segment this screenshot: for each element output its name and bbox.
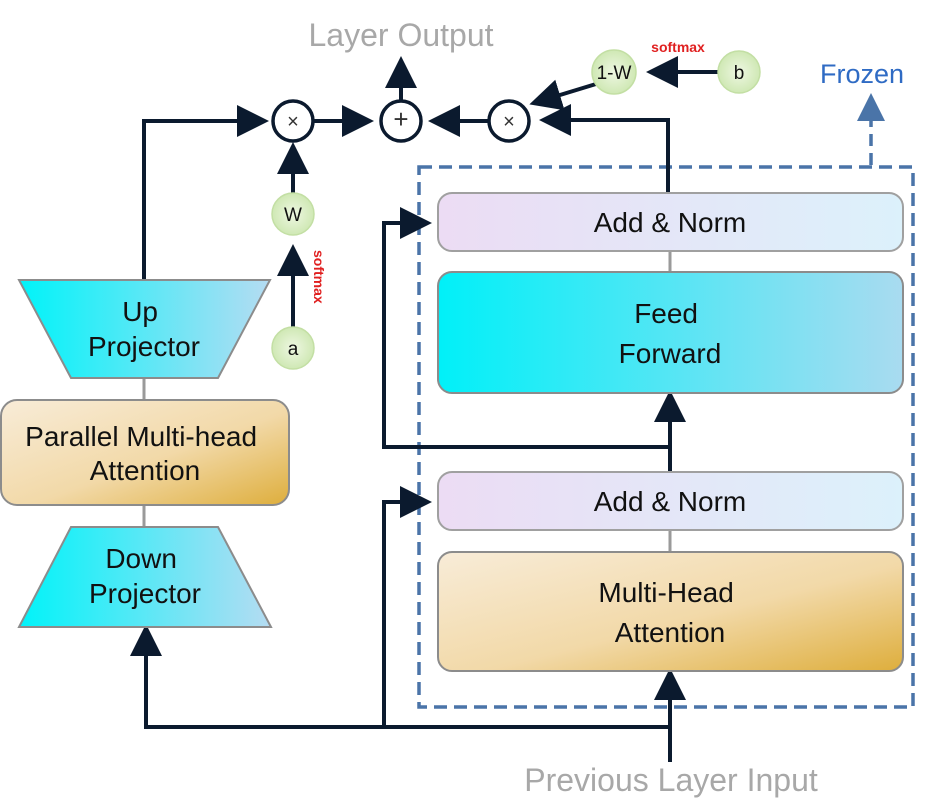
multiply-right-operator: × (487, 99, 531, 143)
add-operator: + (379, 99, 423, 143)
up-projector-line1: Up (122, 296, 158, 327)
flow-input-to-down-projector (130, 624, 670, 729)
gate-one-minus-w-node: 1-W (591, 49, 637, 95)
add-norm-bottom-label: Add & Norm (594, 486, 747, 517)
parallel-attention-line1: Parallel Multi-head (25, 421, 257, 452)
flow-residual-top (382, 207, 670, 449)
gate-one-minus-w-label: 1-W (597, 63, 632, 84)
flow-one-minus-w-to-multiply (529, 79, 597, 111)
down-projector-trapezoid (17, 526, 273, 628)
gate-a-node: a (271, 326, 315, 370)
parallel-attention-line2: Attention (90, 455, 201, 486)
previous-layer-input-label: Previous Layer Input (524, 762, 818, 798)
feed-forward-box (437, 271, 904, 394)
flow-up-projector-to-multiply (142, 105, 269, 280)
down-projector-line2: Projector (89, 578, 201, 609)
multi-head-attention-line2: Attention (615, 617, 726, 648)
plus-icon: + (393, 104, 408, 134)
multi-head-attention-box (437, 551, 904, 672)
gate-w-label: W (284, 205, 302, 226)
down-projector-line1: Down (105, 543, 177, 574)
gate-b-label: b (734, 63, 745, 84)
up-projector-line2: Projector (88, 331, 200, 362)
frozen-label: Frozen (820, 59, 904, 89)
gate-b-node: b (717, 50, 761, 94)
add-norm-bottom-box (437, 471, 904, 531)
multi-head-attention-line1: Multi-Head (598, 577, 733, 608)
flow-norm-to-multiply (539, 104, 670, 193)
gate-w-node: W (271, 192, 315, 236)
multiply-left-operator: × (271, 99, 315, 143)
flow-residual-bottom (382, 486, 432, 727)
multi-head-attention-label: Multi-Head Attention (598, 577, 741, 648)
add-norm-top-label: Add & Norm (594, 207, 747, 238)
multiply-right-icon: × (503, 111, 515, 133)
gate-a-label: a (288, 339, 299, 360)
multiply-left-icon: × (287, 111, 299, 133)
softmax-left-label: softmax (311, 250, 327, 304)
feed-forward-line1: Feed (634, 298, 698, 329)
layer-output-label: Layer Output (309, 17, 494, 53)
softmax-right-label: softmax (651, 39, 705, 55)
feed-forward-line2: Forward (619, 338, 722, 369)
parallel-attention-box (0, 399, 290, 506)
add-norm-top-box (437, 192, 904, 252)
parallel-attention-label: Parallel Multi-head Attention (25, 421, 265, 486)
feed-forward-label: Feed Forward (619, 298, 722, 369)
up-projector-trapezoid (17, 279, 272, 379)
down-projector-label: Down Projector (89, 543, 201, 609)
up-projector-label: Up Projector (88, 296, 200, 362)
